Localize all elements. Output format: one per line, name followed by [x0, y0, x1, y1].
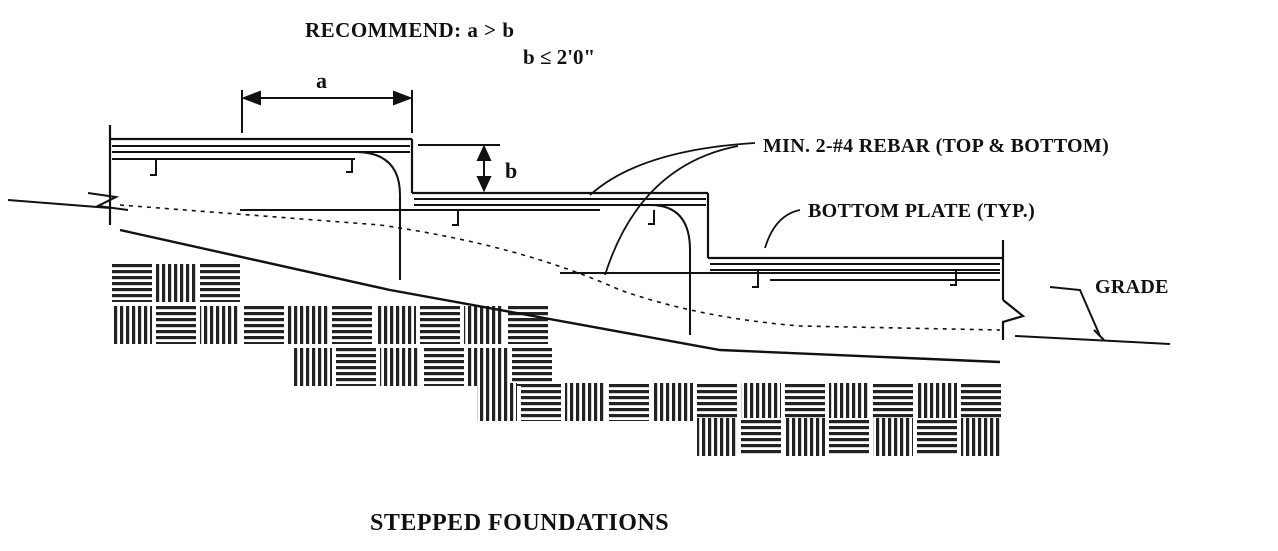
soil-hatching — [112, 264, 1001, 456]
soil-hatch-block — [292, 348, 332, 386]
soil-hatch-block — [156, 264, 196, 302]
soil-hatch-block — [336, 348, 376, 386]
soil-hatch-block — [873, 383, 913, 421]
soil-hatch-block — [376, 306, 416, 344]
soil-hatch-block — [829, 418, 869, 456]
soil-hatch-block — [380, 348, 420, 386]
bottom-plate-callout: BOTTOM PLATE (TYP.) — [808, 200, 1036, 222]
soil-hatch-block — [468, 348, 508, 386]
soil-hatch-block — [609, 383, 649, 421]
grade-callout: GRADE — [1095, 276, 1169, 298]
soil-hatch-block — [741, 418, 781, 456]
soil-hatch-block — [785, 383, 825, 421]
ground-left — [7, 192, 129, 211]
soil-hatch-block — [741, 383, 781, 421]
soil-hatch-block — [961, 418, 1001, 456]
soil-hatch-block — [653, 383, 693, 421]
soil-hatch-block — [244, 306, 284, 344]
soil-hatch-block — [873, 418, 913, 456]
soil-hatch-block — [521, 383, 561, 421]
soil-hatch-block — [112, 264, 152, 302]
soil-hatch-block — [961, 383, 1001, 421]
recommend-line-2: b ≤ 2'0" — [523, 45, 596, 69]
soil-hatch-block — [917, 418, 957, 456]
diagram-title: STEPPED FOUNDATIONS — [370, 510, 670, 536]
soil-hatch-block — [424, 348, 464, 386]
rebar-bends — [354, 151, 691, 335]
soil-hatch-block — [200, 264, 240, 302]
footing-bottom — [119, 228, 1001, 364]
soil-hatch-block — [785, 418, 825, 456]
leader-lines — [589, 142, 801, 276]
soil-hatch-block — [565, 383, 605, 421]
recommend-line-1: RECOMMEND: a > b — [305, 18, 515, 42]
soil-hatch-block — [464, 306, 504, 344]
soil-hatch-block — [697, 418, 737, 456]
rebar-callout: MIN. 2-#4 REBAR (TOP & BOTTOM) — [763, 135, 1110, 157]
dimension-a-label: a — [316, 68, 327, 93]
soil-hatch-block — [697, 383, 737, 421]
foundation-outline — [108, 125, 1026, 340]
soil-hatch-block — [420, 306, 460, 344]
dimension-b-label: b — [505, 158, 518, 183]
soil-hatch-block — [156, 306, 196, 344]
dimension-b — [418, 144, 500, 193]
dimension-a — [241, 90, 413, 133]
soil-hatch-block — [200, 306, 240, 344]
soil-hatch-block — [112, 306, 152, 344]
soil-hatch-block — [917, 383, 957, 421]
soil-hatch-block — [512, 348, 552, 386]
grade-line — [1014, 286, 1171, 345]
soil-hatch-block — [288, 306, 328, 344]
soil-hatch-block — [477, 383, 517, 421]
soil-hatch-block — [332, 306, 372, 344]
soil-hatch-block — [829, 383, 869, 421]
rebar-hooks — [150, 159, 957, 288]
